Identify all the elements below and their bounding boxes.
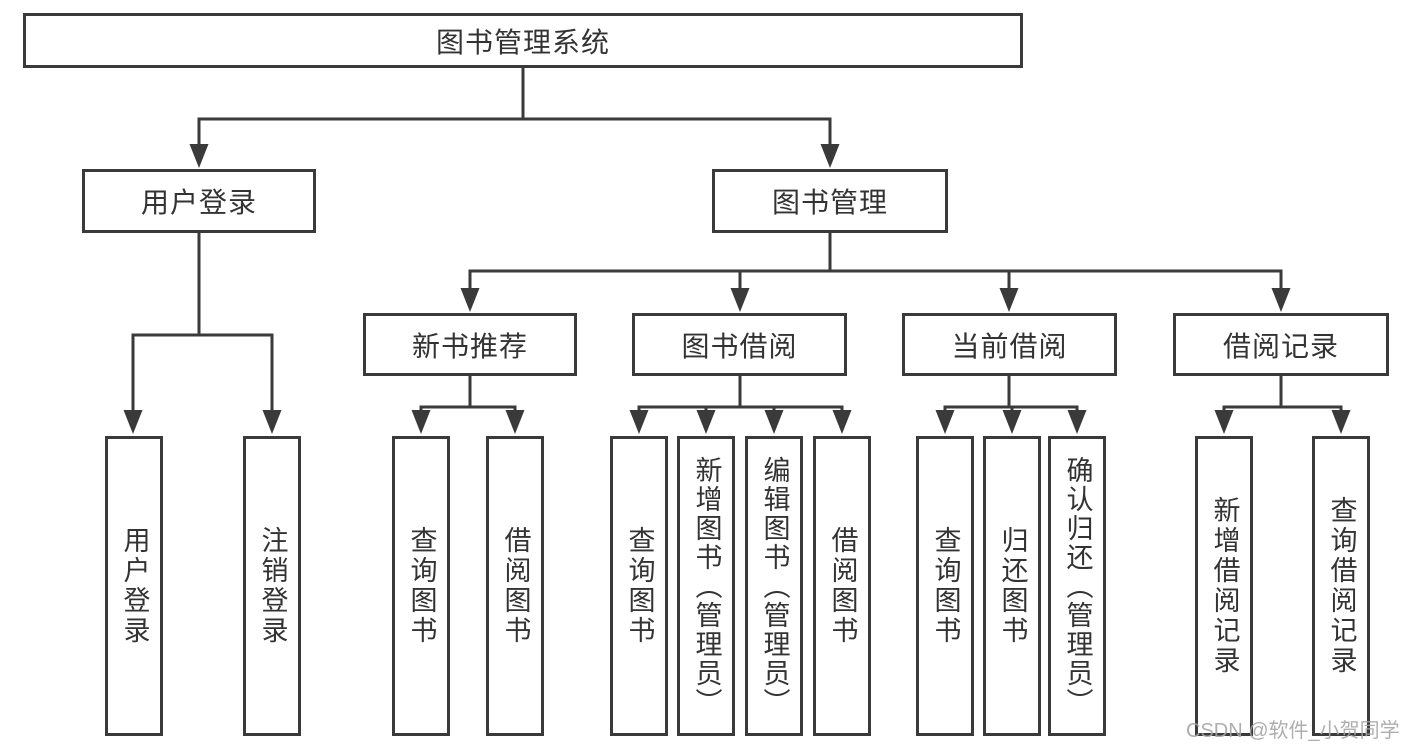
arrowhead-icon: [820, 144, 840, 168]
node-new-book-recommend: 新书推荐: [363, 313, 577, 376]
arrowhead-icon: [629, 410, 649, 434]
leaf-borrow-books: 借阅图书: [813, 436, 871, 736]
leaf-edit-books-admin: 编辑图书（管理员）: [745, 436, 803, 736]
leaf-add-borrow-record: 新增借阅记录: [1195, 436, 1253, 736]
arrowhead-icon: [764, 410, 784, 434]
arrowhead-icon: [1002, 410, 1022, 434]
leaf-add-books-admin: 新增图书（管理员）: [677, 436, 735, 736]
arrowhead-icon: [832, 410, 852, 434]
arrowhead-icon: [1271, 288, 1291, 312]
node-user-login: 用户登录: [82, 169, 316, 233]
arrowhead-icon: [460, 288, 480, 312]
arrowhead-icon: [1331, 410, 1351, 434]
arrowhead-icon: [730, 288, 750, 312]
leaf-borrow-books-recommend: 借阅图书: [486, 436, 544, 736]
node-book-borrowing: 图书借阅: [632, 313, 847, 376]
node-borrowing-records: 借阅记录: [1173, 313, 1389, 376]
arrowhead-icon: [1067, 410, 1087, 434]
node-current-borrowing: 当前借阅: [902, 313, 1117, 376]
arrowhead-icon: [696, 410, 716, 434]
leaf-query-books-recommend: 查询图书: [392, 436, 450, 736]
arrowhead-icon: [262, 410, 282, 434]
arrowheads: [123, 144, 1351, 434]
leaf-logout: 注销登录: [243, 436, 301, 736]
arrowhead-icon: [935, 410, 955, 434]
arrowhead-icon: [1214, 410, 1234, 434]
arrowhead-icon: [505, 410, 525, 434]
arrowhead-icon: [999, 288, 1019, 312]
csdn-watermark: CSDN @软件_小贺同学: [1186, 720, 1400, 742]
connector-paths: [131, 66, 1343, 414]
leaf-user-login: 用户登录: [105, 436, 163, 736]
leaf-confirm-return-admin: 确认归还（管理员）: [1048, 436, 1106, 736]
arrowhead-icon: [189, 144, 209, 168]
leaf-query-books-borrowing: 查询图书: [610, 436, 668, 736]
arrowhead-icon: [411, 410, 431, 434]
leaf-query-books-current: 查询图书: [916, 436, 974, 736]
node-book-management: 图书管理: [712, 169, 948, 233]
leaf-query-borrow-record: 查询借阅记录: [1312, 436, 1370, 736]
arrowhead-icon: [123, 410, 143, 434]
node-root-system: 图书管理系统: [23, 13, 1023, 68]
leaf-return-books: 归还图书: [983, 436, 1041, 736]
